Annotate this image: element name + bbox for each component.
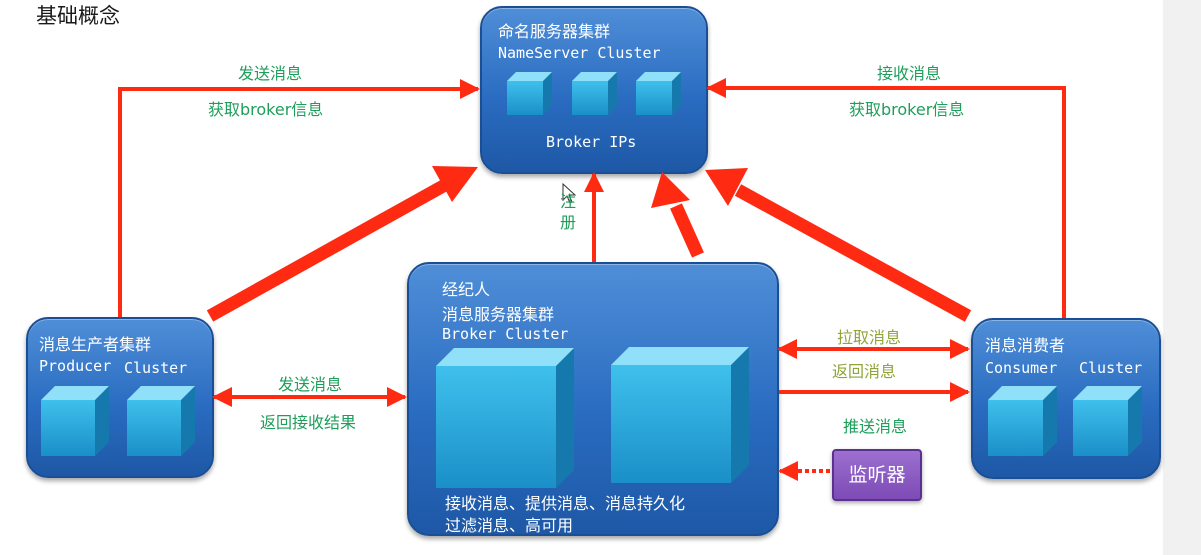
consumer-to-nameserver-arrow: [706, 78, 1066, 318]
right-margin-strip: [1163, 0, 1201, 555]
push-label: 推送消息: [843, 417, 908, 436]
broker-title-2: 消息服务器集群: [442, 305, 555, 324]
nameserver-title-en: NameServer Cluster: [498, 44, 661, 62]
broker-desc-1: 接收消息、提供消息、消息持久化: [445, 494, 686, 513]
consumer-thick-arrow: [705, 168, 972, 322]
producer-ns-label-1: 发送消息: [238, 64, 303, 83]
consumer-cube-1: [988, 386, 1057, 456]
broker-thick-arrow: [651, 172, 704, 258]
nameserver-cube-2: [572, 72, 617, 115]
mouse-cursor-icon: [562, 182, 577, 204]
producer-broker-label-1: 发送消息: [278, 375, 343, 394]
producer-to-nameserver-arrow: [118, 79, 480, 317]
consumer-ns-label-1: 接收消息: [877, 64, 942, 83]
producer-title-en-2: Cluster: [124, 359, 188, 377]
register-label: 注册: [560, 192, 577, 232]
consumer-title-cn: 消息消费者: [985, 336, 1066, 355]
nameserver-footer: Broker IPs: [546, 133, 637, 151]
producer-title-cn: 消息生产者集群: [39, 335, 152, 354]
broker-cube-2: [611, 347, 749, 483]
producer-broker-label-2: 返回接收结果: [260, 413, 357, 432]
return-label: 返回消息: [832, 362, 897, 381]
broker-title-en: Broker Cluster: [442, 325, 569, 343]
nameserver-cube-3: [636, 72, 681, 115]
consumer-title-en-1: Consumer: [985, 359, 1058, 377]
cube-group: [41, 72, 1142, 488]
pull-label: 拉取消息: [837, 328, 902, 347]
broker-cube-1: [436, 348, 574, 488]
producer-ns-label-2: 获取broker信息: [208, 100, 324, 119]
producer-cube-2: [127, 386, 195, 456]
producer-thick-arrow: [206, 166, 478, 322]
page-title: 基础概念: [36, 4, 120, 28]
nameserver-cube-1: [507, 72, 552, 115]
producer-cube-1: [41, 386, 109, 456]
listener-box: 监听器: [832, 449, 922, 501]
broker-title-1: 经纪人: [442, 280, 491, 299]
nameserver-title-cn: 命名服务器集群: [498, 22, 611, 41]
consumer-cube-2: [1073, 386, 1142, 456]
producer-title-en-1: Producer: [39, 357, 112, 375]
consumer-title-en-2: Cluster: [1079, 359, 1143, 377]
consumer-ns-label-2: 获取broker信息: [849, 100, 965, 119]
broker-desc-2: 过滤消息、高可用: [445, 516, 574, 535]
